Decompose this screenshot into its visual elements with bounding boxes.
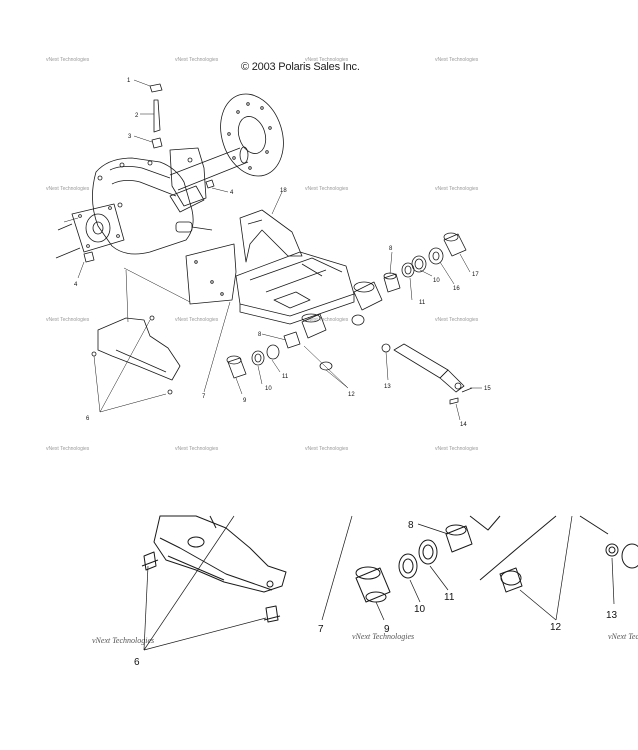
seal <box>428 247 444 265</box>
detail-o-ring <box>605 543 619 557</box>
callout: 6 <box>134 657 140 668</box>
callout: 7 <box>318 624 324 635</box>
callout: 11 <box>282 374 289 380</box>
callout: 9 <box>243 398 247 404</box>
callout: 9 <box>384 624 390 635</box>
callout: 18 <box>280 188 287 194</box>
bearing-lower <box>251 350 265 366</box>
callout: 1 <box>127 78 131 84</box>
pin-14 <box>449 397 459 405</box>
callout: 10 <box>433 278 440 284</box>
watermark: vNext Technologies <box>305 57 349 63</box>
callout: 13 <box>384 384 391 390</box>
detail-fastener-right <box>263 605 281 623</box>
callout: 10 <box>265 386 272 392</box>
caliper-bracket <box>169 147 207 207</box>
detail-bearing-race <box>418 539 438 565</box>
callout: 2 <box>135 113 139 119</box>
swing-arm <box>235 251 355 325</box>
guard-bracket <box>239 209 303 263</box>
carrier-plate <box>185 243 237 305</box>
axle-tube <box>169 146 249 191</box>
detail-spacer <box>445 524 473 553</box>
output-flange <box>55 203 125 259</box>
callout: 10 <box>414 604 426 615</box>
bearing-race <box>401 262 415 278</box>
detail-bushing <box>355 566 391 603</box>
detail-shaft-end <box>621 543 638 569</box>
tapered-bushing <box>443 232 467 257</box>
watermark: vNext Technologies <box>435 186 479 192</box>
callout: 3 <box>128 134 132 140</box>
callout: 16 <box>453 286 460 292</box>
copyright-notice: © 2003 Polaris Sales Inc. <box>241 61 360 73</box>
callout: 4 <box>74 282 78 288</box>
callout: 12 <box>550 622 562 633</box>
leader-lines <box>63 79 482 421</box>
skid-plate <box>91 315 181 395</box>
vent-fitting <box>149 83 163 149</box>
callout: 6 <box>86 416 90 422</box>
callout: 12 <box>348 392 355 398</box>
watermark: vNext Technologies <box>46 186 90 192</box>
watermark: vNext Technologies <box>305 446 349 452</box>
watermark: vNext Technologies <box>435 317 479 323</box>
detail-leader-lines <box>143 515 615 651</box>
callout: 7 <box>202 394 206 400</box>
bearing-race-lower <box>266 344 280 360</box>
callout: 13 <box>606 610 618 621</box>
watermark: vNext Technologies <box>352 632 415 641</box>
detail-skid-plate <box>153 515 287 593</box>
watermark: vNext Technologies <box>608 632 638 641</box>
fastener-4b <box>83 251 95 263</box>
detail-plug <box>499 567 523 593</box>
detail-fastener-left <box>141 551 159 571</box>
callout: 17 <box>472 272 479 278</box>
spacer-lower <box>283 331 301 349</box>
brake-disc <box>220 93 284 177</box>
bushing-9 <box>226 355 247 379</box>
differential-housing <box>92 157 213 255</box>
watermark: vNext Technologies <box>305 186 349 192</box>
watermark: vNext Technologies <box>46 446 90 452</box>
callout-numbers-detail: 8 9 10 11 12 13 6 7 <box>134 520 618 668</box>
eccentric-hub-left <box>301 313 327 339</box>
watermark: vNext Technologies <box>92 636 155 645</box>
callout: 15 <box>484 386 491 392</box>
watermark: vNext Technologies <box>435 57 479 63</box>
prop-shaft <box>393 343 473 393</box>
watermark: vNext Technologies <box>46 317 90 323</box>
watermark: vNext Technologies <box>175 57 219 63</box>
watermark: vNext Technologies <box>175 317 219 323</box>
o-ring <box>351 314 391 353</box>
watermark: vNext Technologies <box>435 446 479 452</box>
callout: 14 <box>460 422 467 428</box>
detail-bearing <box>398 553 418 579</box>
callout: 11 <box>419 300 426 306</box>
callout: 4 <box>230 190 234 196</box>
callout: 8 <box>258 332 262 338</box>
watermark: vNext Technologies <box>175 446 219 452</box>
spacer <box>383 272 401 293</box>
eccentric-hub-right <box>353 281 383 311</box>
watermark: vNext Technologies <box>305 317 349 323</box>
callout-numbers-top: 1 2 3 4 4 18 8 10 11 16 17 9 10 11 8 7 1… <box>74 78 491 428</box>
bearing <box>411 255 427 273</box>
callout: 8 <box>408 520 414 531</box>
watermark: vNext Technologies <box>46 57 90 63</box>
callout: 8 <box>389 246 393 252</box>
detail-swing-arm <box>469 515 609 581</box>
fastener-4a <box>205 179 215 189</box>
callout: 11 <box>444 592 455 603</box>
